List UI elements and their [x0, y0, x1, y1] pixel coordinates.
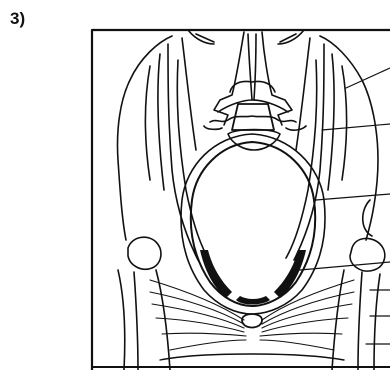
dark-regions	[200, 250, 306, 305]
pelvic-inlet	[181, 134, 325, 314]
left-hip	[118, 237, 170, 370]
coccyx	[242, 314, 262, 328]
sacrum	[204, 32, 306, 150]
pelvic-floor-fibres	[150, 280, 354, 350]
left-ilium	[118, 30, 215, 260]
